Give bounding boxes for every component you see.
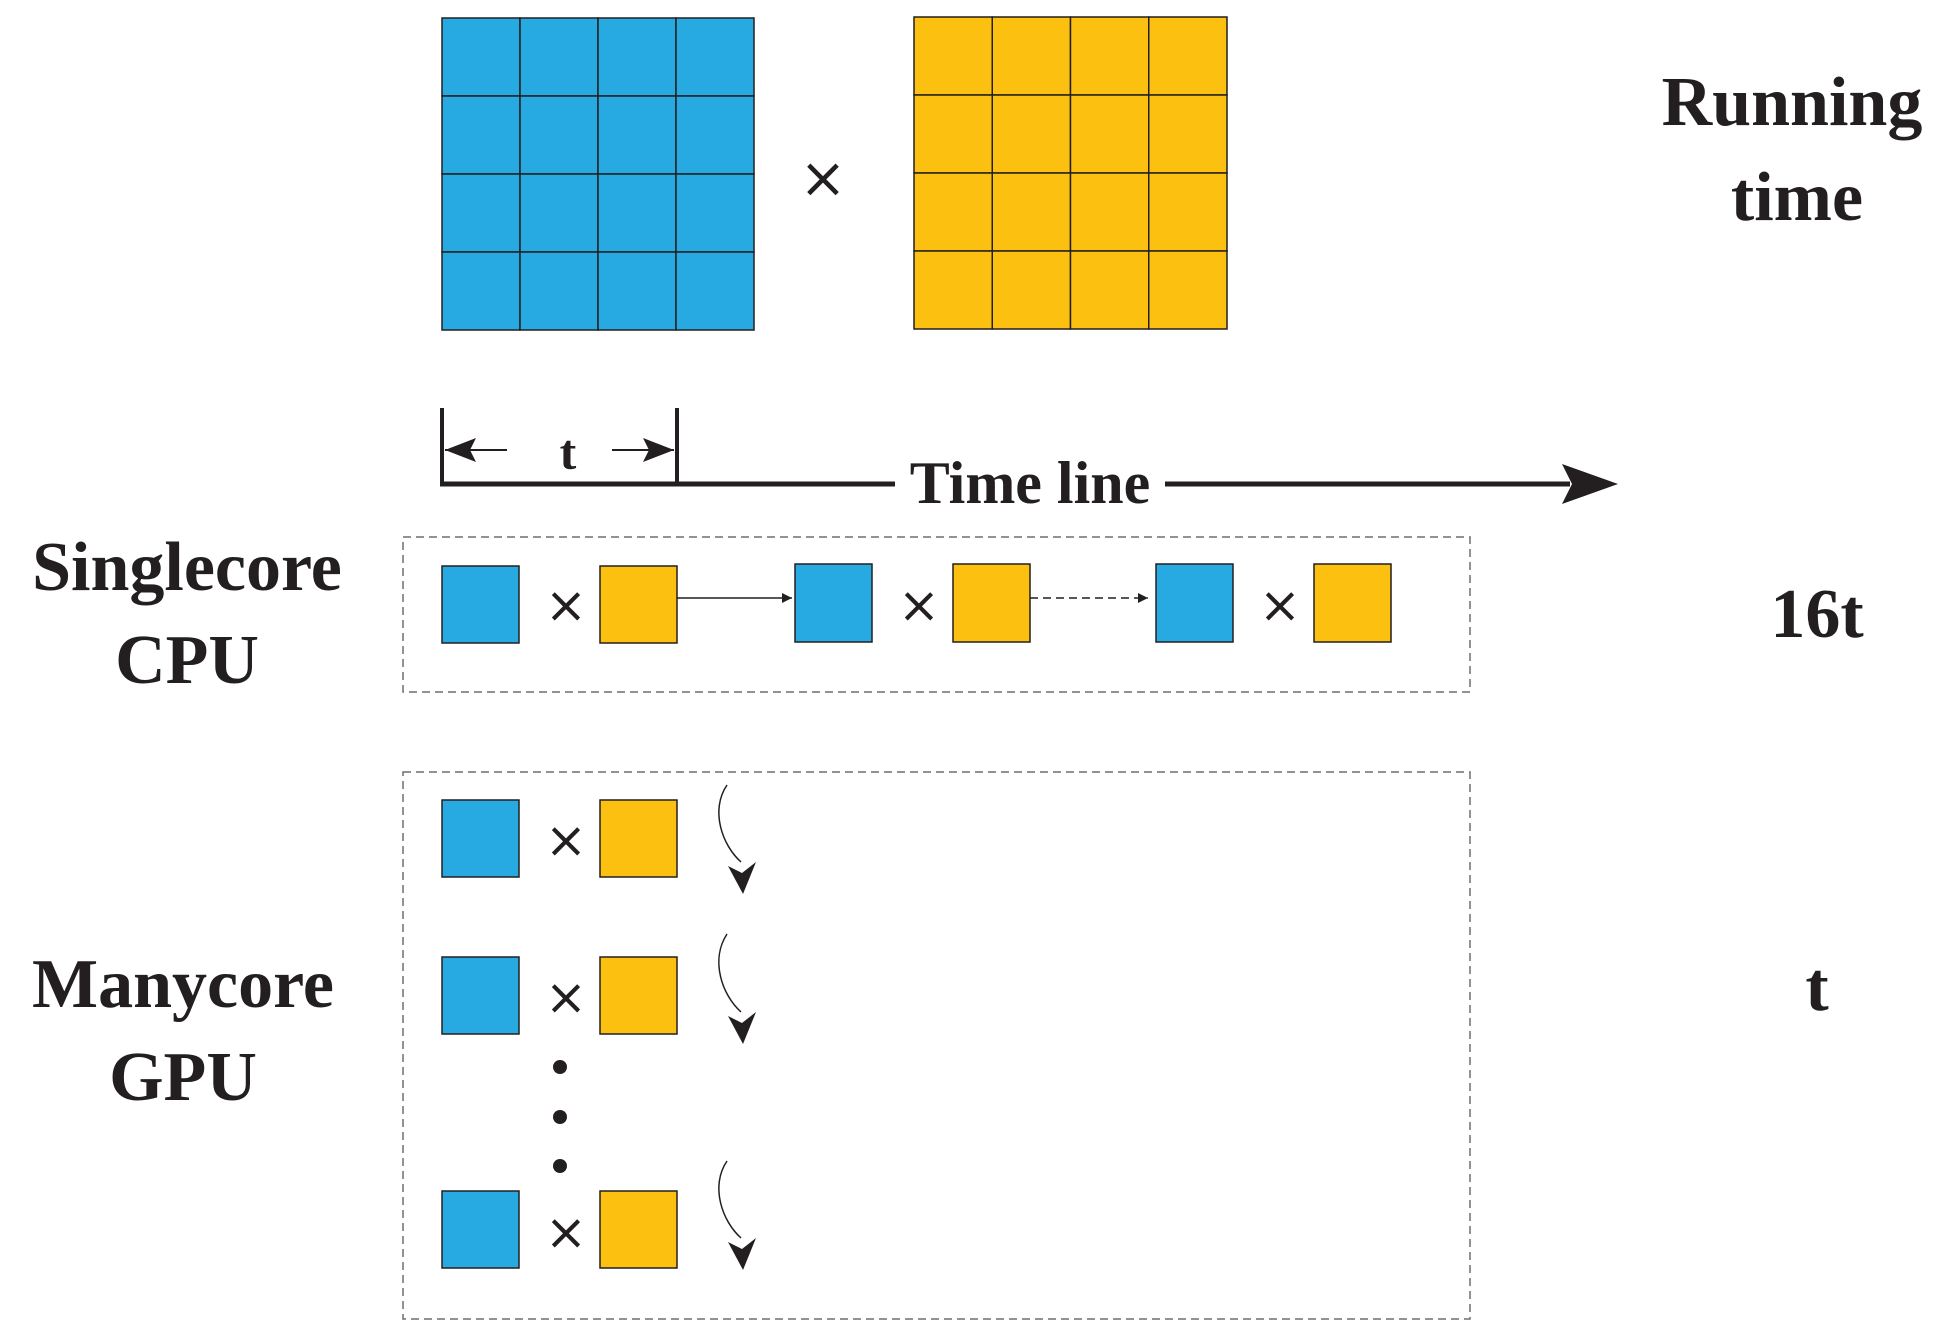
- matrix-b-cell: [991, 94, 1072, 174]
- yellow-block: [1313, 563, 1392, 643]
- matrix-b-cell: [991, 172, 1072, 252]
- times-symbol: ×: [545, 968, 587, 1026]
- matrix-b-cell: [1148, 16, 1228, 96]
- matrix-b-cell: [1148, 250, 1228, 330]
- blue-block: [441, 1190, 520, 1269]
- matrix-a-cell: [675, 251, 755, 331]
- matrix-a-cell: [519, 251, 599, 331]
- time-line-label: Time line: [910, 450, 1151, 516]
- running-time-heading-line1: Running: [1662, 64, 1923, 141]
- matrix-b-cell: [913, 250, 993, 330]
- matrix-b: [913, 16, 1228, 330]
- matrix-a-cell: [441, 17, 521, 97]
- times-symbol: ×: [545, 1203, 587, 1261]
- singlecore-operation-1: ×: [441, 565, 678, 644]
- yellow-block: [599, 799, 678, 878]
- parallel-arrow: [718, 784, 756, 894]
- matrix-b-cell: [991, 16, 1072, 96]
- times-symbol: ×: [545, 811, 587, 869]
- matrix-b-cell: [1148, 172, 1228, 252]
- matrix-b-cell: [1069, 172, 1150, 252]
- matrix-a-cell: [675, 173, 755, 253]
- time-line-axis: [440, 464, 1618, 504]
- yellow-block: [599, 956, 678, 1035]
- yellow-block: [952, 563, 1031, 643]
- matrix-a-cell: [441, 173, 521, 253]
- running-time-heading-line2: time: [1731, 159, 1863, 236]
- matrix-a-cell: [597, 95, 677, 175]
- times-symbol: ×: [898, 576, 940, 634]
- parallel-arrow: [718, 933, 756, 1044]
- manycore-operation-n: ×: [441, 1160, 756, 1270]
- manycore-running-time: t: [1805, 949, 1828, 1026]
- matrix-b-cell: [913, 16, 993, 96]
- matrix-a-cell: [597, 17, 677, 97]
- times-symbol: ×: [545, 576, 587, 634]
- parallel-arrow: [718, 1160, 756, 1270]
- manycore-operation-1: ×: [441, 784, 756, 894]
- matrix-b-cell: [1069, 94, 1150, 174]
- matrix-b-cell: [913, 172, 993, 252]
- matrix-b-cell: [1069, 250, 1150, 330]
- matrix-a-cell: [597, 173, 677, 253]
- manycore-label-line2: GPU: [109, 1039, 257, 1116]
- matrix-a-cell: [519, 17, 599, 97]
- singlecore-running-time: 16t: [1770, 576, 1863, 653]
- blue-block: [1155, 563, 1234, 643]
- singlecore-label-line1: Singlecore: [32, 529, 342, 606]
- matrix-times-symbol: ×: [800, 146, 847, 211]
- matrix-b-cell: [913, 94, 993, 174]
- matrix-b-cell: [991, 250, 1072, 330]
- matrix-a-cell: [519, 173, 599, 253]
- times-symbol: ×: [1259, 576, 1301, 634]
- manycore-operation-2: ×: [441, 933, 756, 1044]
- blue-block: [794, 563, 873, 643]
- matrix-a-cell: [519, 95, 599, 175]
- manycore-label-line1: Manycore: [32, 946, 334, 1023]
- singlecore-box: [402, 536, 1471, 693]
- yellow-block: [599, 565, 678, 644]
- matrix-a-cell: [441, 251, 521, 331]
- matrix-a-cell: [597, 251, 677, 331]
- matrix-a-cell: [675, 95, 755, 175]
- matrix-b-cell: [1148, 94, 1228, 174]
- singlecore-operation-2: ×: [794, 563, 1031, 643]
- blue-block: [441, 956, 520, 1035]
- ellipsis-dots: [553, 1060, 567, 1173]
- blue-block: [441, 565, 520, 644]
- matrix-b-cell: [1069, 16, 1150, 96]
- time-interval-bracket: [440, 408, 679, 486]
- time-interval-label: t: [560, 424, 577, 480]
- manycore-box: [402, 771, 1471, 1320]
- matrix-a-cell: [441, 95, 521, 175]
- matrix-a-cell: [675, 17, 755, 97]
- singlecore-label-line2: CPU: [115, 622, 259, 699]
- blue-block: [441, 799, 520, 878]
- matrix-a: [441, 17, 755, 331]
- yellow-block: [599, 1190, 678, 1269]
- singlecore-operation-3: ×: [1155, 563, 1392, 643]
